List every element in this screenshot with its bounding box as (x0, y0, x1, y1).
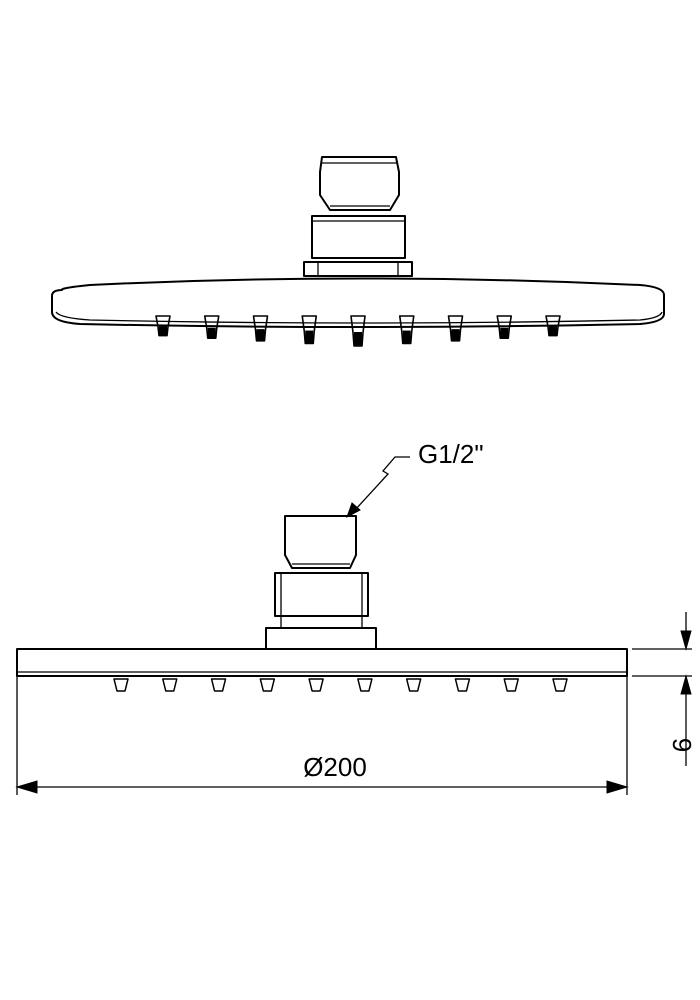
thickness-arrow-up (680, 674, 692, 695)
thread-label: G1/2" (418, 439, 484, 469)
nozzle (113, 678, 129, 692)
diameter-label: Ø200 (303, 752, 367, 782)
nozzle-tip (451, 329, 460, 342)
top-disc (51, 277, 665, 328)
side-nozzle-row (113, 678, 568, 692)
perspective-nozzle-row (155, 315, 561, 347)
nozzle (210, 678, 227, 692)
nozzle-tip (207, 327, 216, 339)
nozzle (259, 678, 276, 692)
top-nut (311, 215, 406, 259)
nozzle (552, 678, 568, 692)
nozzle-tip (159, 326, 167, 337)
nozzle-tip (354, 332, 362, 347)
side-view: G1/2" Ø200 9 (15, 439, 697, 795)
thread-leader-arrowhead (346, 502, 361, 519)
nozzle (405, 678, 422, 692)
perspective-view (51, 156, 665, 347)
top-connector-cap (319, 156, 400, 211)
nozzle-tip (256, 329, 265, 342)
nozzle-tip (305, 330, 314, 344)
diameter-arrow-right (606, 780, 629, 794)
nozzle (162, 678, 178, 692)
side-connector-cap (284, 515, 357, 569)
nozzle-tip (549, 326, 557, 337)
thickness-arrow-down (680, 630, 692, 651)
nozzle (454, 678, 471, 692)
nozzle-tip (500, 327, 509, 339)
nozzle (357, 678, 373, 692)
top-disc-rim (55, 311, 663, 324)
nozzle (308, 678, 324, 692)
nozzle-tip (402, 330, 411, 344)
diameter-arrow-left (15, 780, 38, 794)
thickness-label: 9 (667, 738, 697, 752)
nozzle (503, 678, 519, 692)
top-base-flange (303, 261, 413, 277)
side-plate (16, 648, 628, 677)
side-base (265, 627, 377, 650)
side-nut (274, 572, 369, 617)
thread-leader (354, 456, 410, 511)
